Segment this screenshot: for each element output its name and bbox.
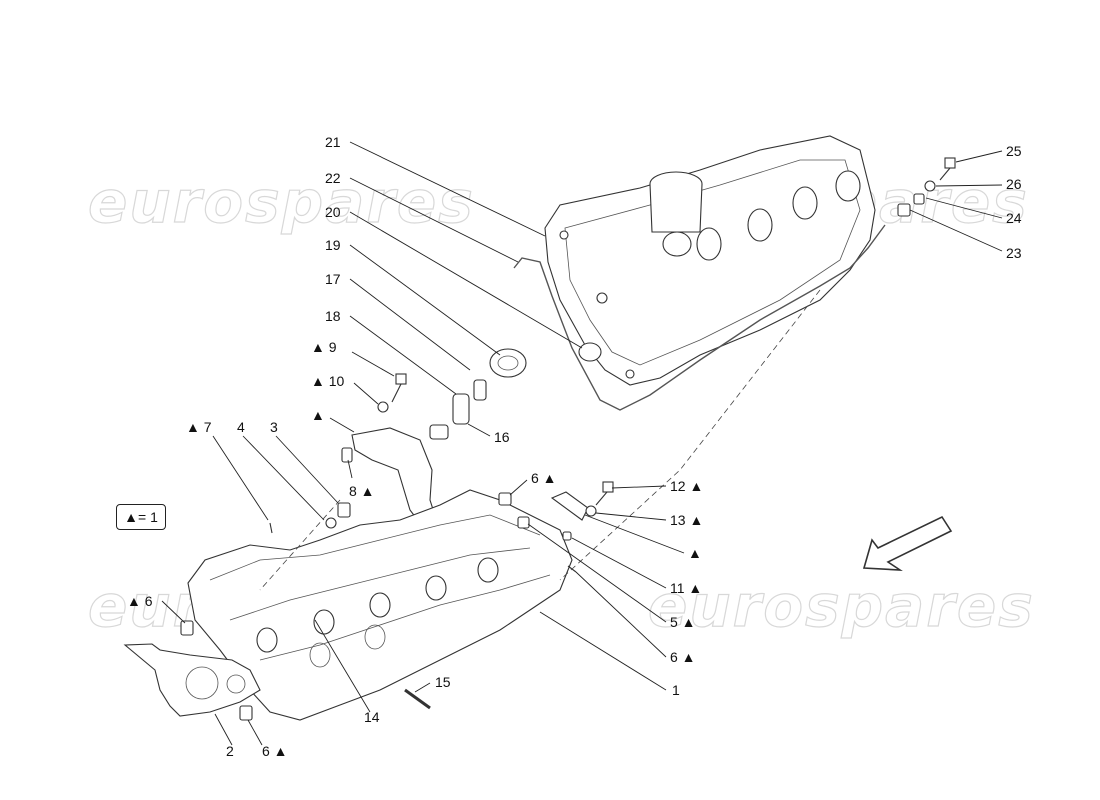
dowel-8 <box>341 447 353 463</box>
bolt-12 <box>595 481 614 506</box>
label-2: 2 <box>226 743 234 759</box>
watermark-bottom-right: eurospares <box>647 571 1035 640</box>
label-13: 13 ▲ <box>670 512 703 528</box>
spacer-24 <box>913 193 925 205</box>
watermark-top: eurospares <box>87 167 475 236</box>
label-triangle-cap: ▲ <box>311 407 325 423</box>
grommet-23 <box>897 203 911 217</box>
part-labels: 21 22 20 19 17 18 ▲ 9 ▲ 10 ▲ 16 ▲ 7 4 3 … <box>127 134 1022 759</box>
bolt-25 <box>939 157 956 181</box>
dowel-5 <box>517 516 530 529</box>
label-6-bottom: 6 ▲ <box>262 743 288 759</box>
label-16: 16 <box>494 429 510 445</box>
washer-26 <box>924 180 936 192</box>
sensor-16 <box>429 379 487 440</box>
label-11: 11 ▲ <box>670 580 702 596</box>
label-4: 4 <box>237 419 245 435</box>
bolt-9 <box>391 373 407 403</box>
label-12: 12 ▲ <box>670 478 703 494</box>
washer-10 <box>377 401 389 413</box>
valve-cover-gasket <box>513 224 886 411</box>
label-22: 22 <box>325 170 341 186</box>
seal-19 <box>489 348 527 378</box>
label-20: 20 <box>325 204 341 220</box>
label-24: 24 <box>1006 210 1022 226</box>
label-19: 19 <box>325 237 341 253</box>
seal-20 <box>578 342 602 362</box>
cylinder-head <box>187 489 573 721</box>
valve-cover <box>544 135 876 386</box>
label-6-left: ▲ 6 <box>127 593 153 609</box>
label-15: 15 <box>435 674 451 690</box>
label-1: 1 <box>672 682 680 698</box>
label-5: 5 ▲ <box>670 614 696 630</box>
label-6-right: 6 ▲ <box>670 649 696 665</box>
label-26: 26 <box>1006 176 1022 192</box>
washer-4 <box>325 517 337 529</box>
pin-right <box>562 531 572 541</box>
cap-11 <box>550 491 589 521</box>
dowel-6-bottom <box>239 705 253 721</box>
label-10: ▲ 10 <box>311 373 345 389</box>
label-6-top: 6 ▲ <box>531 470 557 486</box>
label-17: 17 <box>325 271 341 287</box>
legend-box: ▲= 1 <box>116 504 166 530</box>
label-23: 23 <box>1006 245 1022 261</box>
dowel-6-top <box>498 492 512 506</box>
label-7: ▲ 7 <box>186 419 212 435</box>
label-18: 18 <box>325 308 341 324</box>
label-9: ▲ 9 <box>311 339 337 355</box>
leader-lines <box>161 141 1003 746</box>
dowel-3 <box>337 502 351 518</box>
dowel-6-left <box>180 620 194 636</box>
label-triangle-right: ▲ <box>688 545 702 561</box>
stud-15 <box>404 688 431 710</box>
label-3: 3 <box>270 419 278 435</box>
washer-13 <box>585 505 597 517</box>
label-14: 14 <box>364 709 380 725</box>
head-gasket <box>123 643 261 717</box>
label-25: 25 <box>1006 143 1022 159</box>
direction-arrow <box>862 515 953 571</box>
label-8: 8 ▲ <box>349 483 375 499</box>
label-21: 21 <box>325 134 341 150</box>
pin-7 <box>269 522 273 534</box>
